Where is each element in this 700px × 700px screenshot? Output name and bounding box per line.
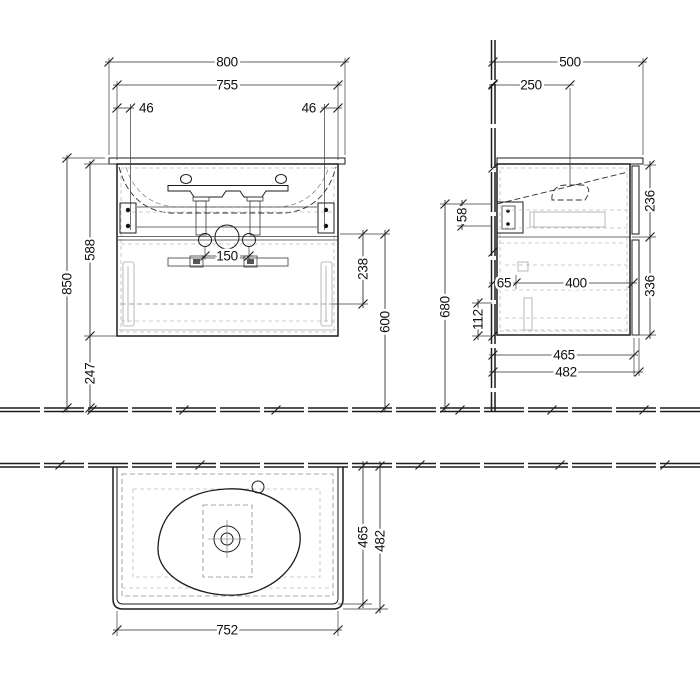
side-extension-lines — [440, 58, 656, 376]
dim-front-offset-left: 46 — [139, 100, 153, 115]
front-view: 800 755 46 46 850 588 247 150 238 600 — [57, 52, 395, 413]
dim-side-base-offset: 112 — [471, 309, 486, 330]
drawer-organizer — [167, 255, 289, 268]
top-view: 465 482 752 — [0, 460, 700, 640]
tap-hole — [251, 480, 265, 494]
basin-fixing-hole-left — [180, 174, 192, 184]
dim-front-drawer-height: 238 — [356, 258, 371, 280]
dim-side-overall-depth: 482 — [555, 364, 577, 379]
front-dimension-lines — [66, 61, 386, 411]
dim-side-cabinet-depth: 465 — [553, 347, 575, 362]
drain — [208, 520, 246, 558]
dim-front-outlet-height: 600 — [378, 311, 393, 333]
dim-side-bracket-height: 58 — [455, 208, 470, 222]
basin-bowl — [157, 488, 301, 596]
basin-underside — [496, 171, 629, 205]
top-dimension-lines — [113, 461, 381, 631]
basin-outer-edge — [112, 467, 344, 610]
dim-front-floor-clearance: 247 — [83, 363, 98, 385]
upper-drawer-side — [505, 209, 627, 229]
dim-front-total-width: 800 — [216, 54, 238, 69]
side-dim-ticks — [440, 57, 655, 413]
countertop-front — [108, 157, 346, 165]
basin-rim — [116, 467, 339, 605]
drawer-slides — [122, 261, 333, 327]
front-extension-lines — [62, 58, 390, 337]
side-dimension-lines — [444, 61, 651, 411]
dim-side-wall-height: 680 — [438, 296, 453, 318]
floor-line — [0, 405, 700, 415]
basin-hidden-outline — [118, 166, 337, 214]
cabinet-hidden-plan — [121, 473, 334, 597]
siphon-cutout — [198, 224, 256, 250]
dim-top-basin-width: 752 — [216, 622, 238, 637]
dim-side-upper-front: 236 — [643, 190, 658, 212]
lower-drawer-side — [505, 261, 627, 331]
cabinet-side — [496, 163, 631, 336]
drawer-front-upper — [631, 165, 640, 235]
drain-hidden-box — [202, 504, 253, 578]
top-dim-ticks — [112, 461, 385, 635]
wall-bracket-left — [119, 202, 137, 234]
cabinet-side-inner — [499, 167, 628, 332]
wall-bracket-side — [496, 201, 524, 234]
dim-side-total-depth: 500 — [559, 54, 581, 69]
dim-top-rim-depth: 465 — [356, 526, 371, 548]
wall-line-plan — [0, 460, 700, 470]
dim-side-lower-front: 336 — [643, 275, 658, 297]
siphon-trap — [551, 184, 590, 201]
dim-front-offset-right: 46 — [302, 100, 316, 115]
cabinet-inner-hidden — [120, 167, 335, 333]
wall-line-side — [488, 40, 498, 411]
side-view: 500 250 236 336 58 680 65 400 112 465 48… — [435, 40, 660, 413]
basin-fixing-hole-right — [275, 174, 287, 184]
dim-front-tap-spacing: 150 — [216, 248, 238, 263]
dim-top-overall-depth: 482 — [373, 530, 388, 552]
dim-front-cabinet-height: 588 — [83, 239, 98, 261]
cabinet-front — [116, 163, 339, 337]
dim-side-slide-inset: 65 — [497, 275, 511, 290]
dim-side-slide-length: 400 — [565, 275, 587, 290]
dim-front-cabinet-width: 755 — [216, 77, 238, 92]
mounting-rail — [167, 185, 289, 198]
dim-side-trap-depth: 250 — [520, 77, 542, 92]
center-brackets — [192, 196, 264, 236]
dim-front-total-height: 850 — [60, 273, 75, 295]
drawer-front-lower — [631, 239, 640, 336]
front-dim-ticks — [62, 57, 390, 413]
wall-bracket-right — [317, 202, 335, 234]
